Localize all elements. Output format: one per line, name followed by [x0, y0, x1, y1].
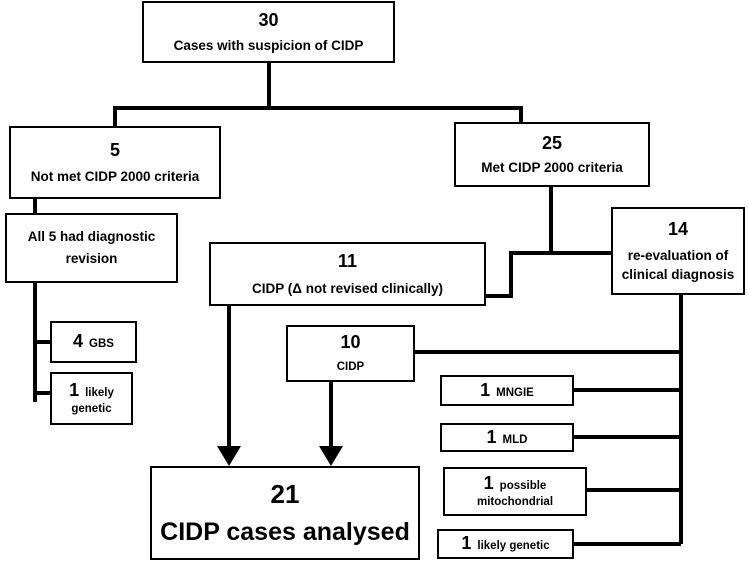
box-suspicion: 30 Cases with suspicion of CIDP — [142, 1, 395, 63]
box-mngie: 1 MNGIE — [440, 375, 574, 406]
box-met: 25 Met CIDP 2000 criteria — [454, 122, 650, 187]
genetic-left-line1: likely — [85, 386, 114, 399]
mito-count: 1 — [483, 472, 494, 493]
connector-root-branches — [113, 62, 523, 126]
reeval-count: 14 — [667, 218, 689, 239]
connector-all5-subs — [33, 282, 50, 402]
final-label: CIDP cases analysed — [160, 517, 410, 546]
suspicion-count: 30 — [258, 10, 279, 31]
gbs-label: GBS — [89, 338, 114, 351]
final-count: 21 — [270, 479, 300, 510]
box-reevaluation: 14 re-evaluation of clinical diagnosis — [611, 207, 745, 295]
not-met-label: Not met CIDP 2000 criteria — [30, 169, 200, 185]
connector-met-split — [485, 186, 611, 298]
arrowhead-right — [319, 446, 343, 466]
met-count: 25 — [541, 132, 563, 153]
box-cidp-11: 11 CIDP (Δ not revised clinically) — [209, 242, 486, 306]
all5-line1: All 5 had diagnostic — [27, 228, 156, 244]
mngie-label: MNGIE — [496, 386, 534, 399]
mngie-count: 1 — [480, 379, 491, 400]
cidp11-count: 11 — [337, 251, 358, 272]
arrowhead-left — [217, 446, 241, 466]
cidp10-count: 10 — [340, 331, 361, 352]
mld-count: 1 — [486, 426, 497, 447]
gbs-count: 4 — [73, 331, 84, 352]
reeval-line1: re-evaluation of — [627, 248, 729, 264]
reeval-line2: clinical diagnosis — [621, 267, 735, 283]
genetic-right-label: likely genetic — [477, 540, 550, 553]
mito-line2: mitochondrial — [476, 496, 554, 509]
box-likely-genetic-left: 1 likely genetic — [50, 372, 133, 425]
box-not-met: 5 Not met CIDP 2000 criteria — [9, 126, 221, 199]
box-gbs: 4 GBS — [50, 321, 137, 363]
not-met-count: 5 — [109, 139, 120, 160]
box-cidp-10: 10 CIDP — [286, 325, 415, 382]
box-all5-revision: All 5 had diagnostic revision — [5, 213, 178, 283]
mld-label: MLD — [502, 433, 528, 446]
box-likely-genetic-right: 1 likely genetic — [437, 529, 574, 559]
connector-reeval-subs — [414, 294, 683, 546]
cidp11-label: CIDP (Δ not revised clinically) — [251, 280, 443, 296]
genetic-left-line2: genetic — [71, 403, 112, 416]
suspicion-label: Cases with suspicion of CIDP — [173, 37, 364, 53]
genetic-left-count: 1 — [69, 379, 80, 400]
box-cidp-analysed: 21 CIDP cases analysed — [150, 466, 420, 560]
genetic-right-count: 1 — [461, 533, 472, 554]
met-label: Met CIDP 2000 criteria — [481, 160, 623, 176]
cidp10-label: CIDP — [336, 361, 365, 374]
box-possible-mitochondrial: 1 possible mitochondrial — [443, 467, 587, 516]
all5-line2: revision — [65, 251, 118, 266]
box-mld: 1 MLD — [440, 423, 574, 452]
mito-line1: possible — [499, 479, 547, 492]
